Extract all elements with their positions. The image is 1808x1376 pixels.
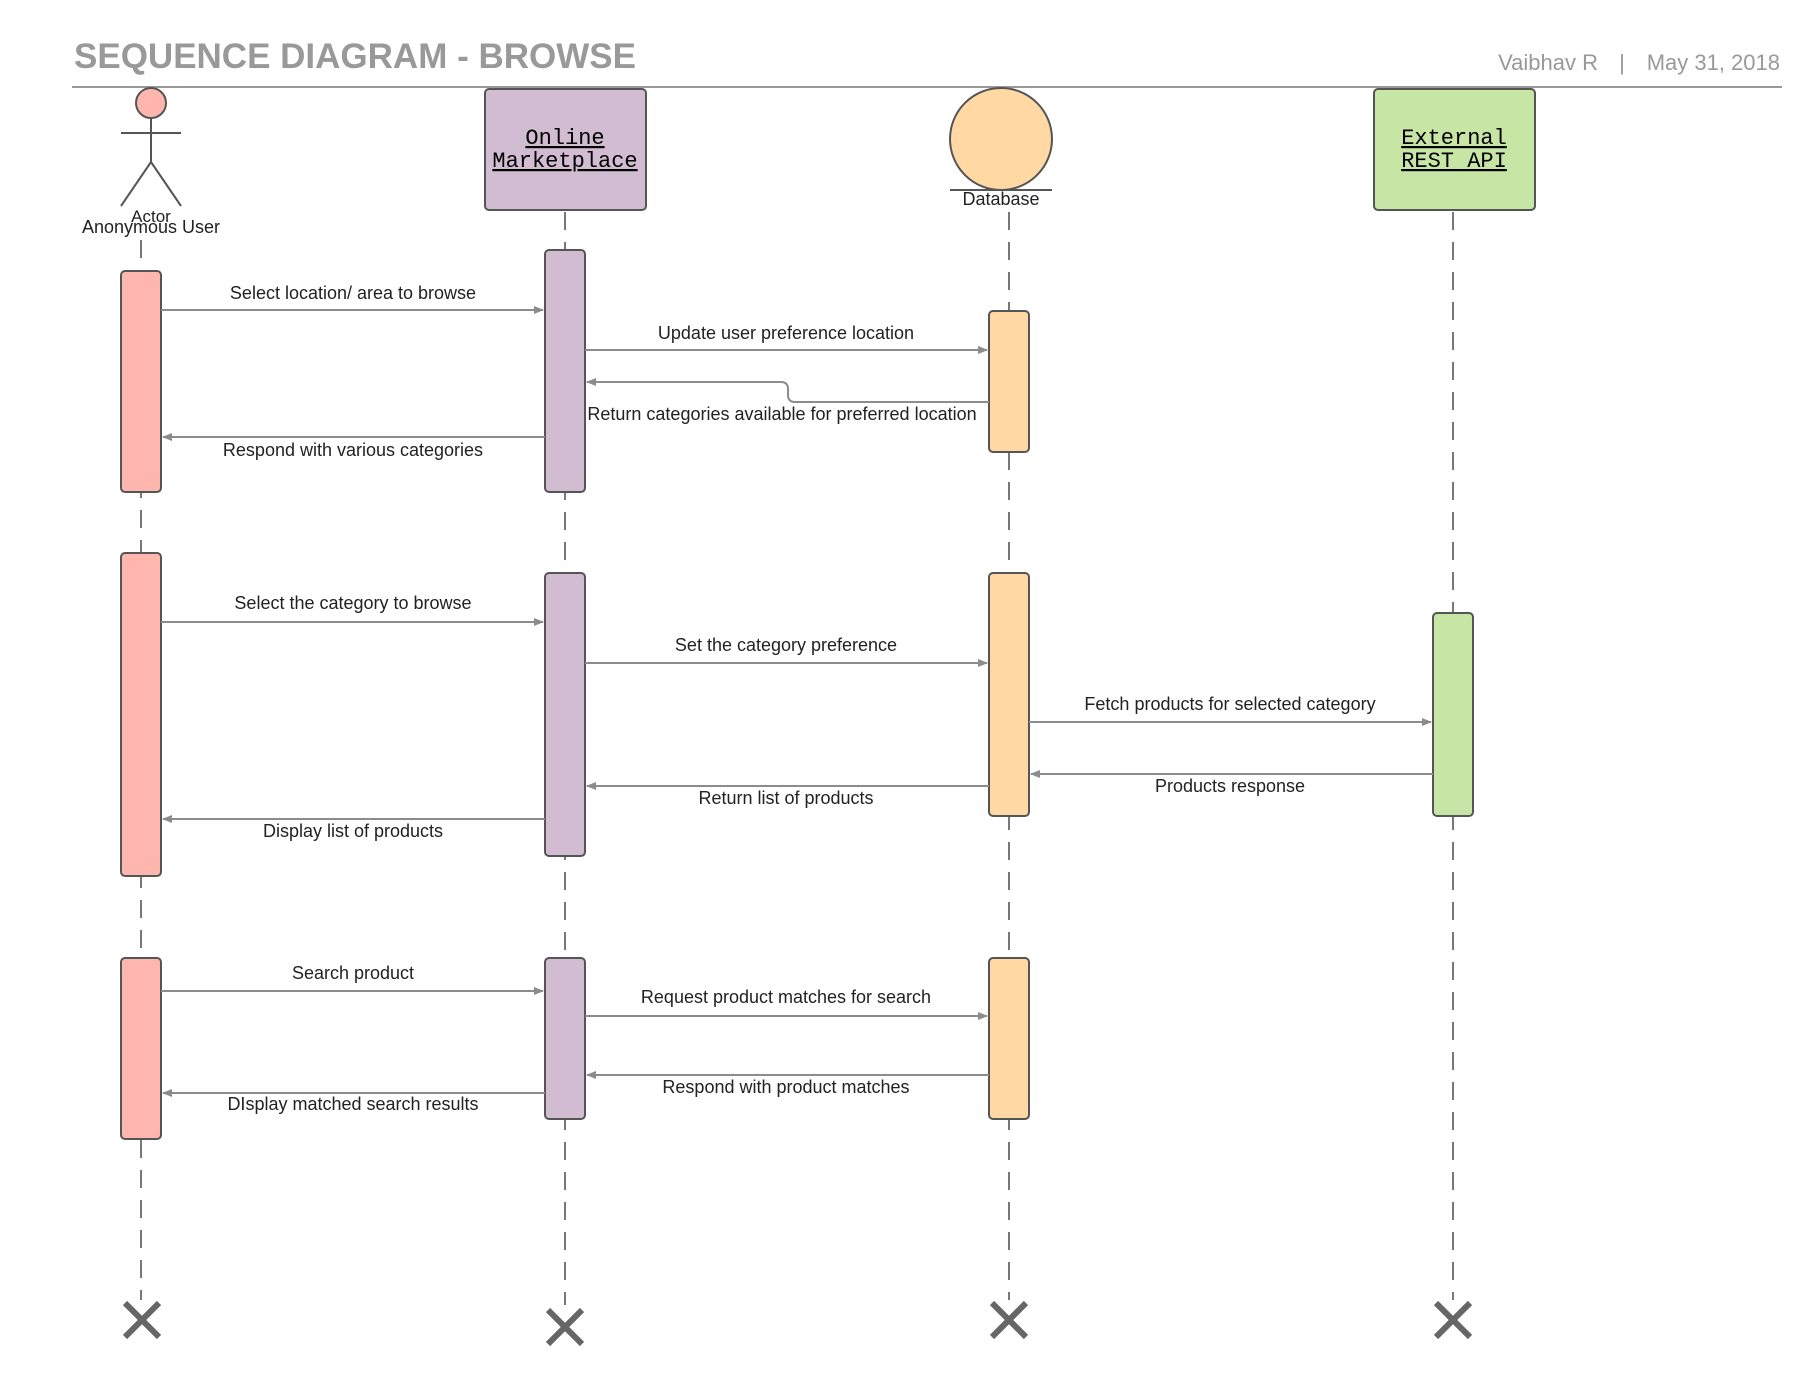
message-label-4: Select the category to browse (234, 593, 471, 613)
message-label-0: Select location/ area to browse (230, 283, 476, 303)
participant-label-line-1: Online (525, 126, 604, 151)
message-label-3: Respond with various categories (223, 440, 483, 460)
message-label-5: Set the category preference (675, 635, 897, 655)
message-label-1: Update user preference location (658, 323, 914, 343)
participant-label-line-2: REST API (1401, 149, 1507, 174)
message-label-6: Fetch products for selected category (1084, 694, 1375, 714)
message-label-9: Display list of products (263, 821, 443, 841)
diagram-title: SEQUENCE DIAGRAM - BROWSE (74, 37, 636, 76)
date-label: May 31, 2018 (1647, 50, 1780, 75)
activation-bar-db-3[interactable] (988, 957, 1030, 1120)
destroy-x-icon (989, 1300, 1029, 1340)
message-label-11: Request product matches for search (641, 987, 931, 1007)
participant-label-line-2: Marketplace (492, 149, 637, 174)
participant-external-rest-api[interactable]: External REST API (1373, 88, 1536, 211)
activation-bar-market-1[interactable] (544, 249, 586, 493)
message-label-2: Return categories available for preferre… (587, 404, 976, 424)
message-label-13: DIsplay matched search results (227, 1094, 478, 1114)
activation-bar-market-2[interactable] (544, 572, 586, 857)
participant-label-anonymous-user: Anonymous User (82, 217, 220, 237)
header-separator: | (1619, 50, 1625, 75)
participant-box-online-marketplace (484, 88, 647, 211)
activation-bar-user-3[interactable] (120, 957, 162, 1140)
activation-bars (120, 249, 1474, 1140)
message-label-7: Products response (1155, 776, 1305, 796)
activation-bar-db-2[interactable] (988, 572, 1030, 817)
message-arrow-2[interactable] (586, 378, 989, 403)
activation-bar-db-1[interactable] (988, 310, 1030, 453)
participant-database[interactable]: Database (949, 87, 1053, 209)
lifelines (140, 212, 1454, 1305)
participant-label-line-1: External (1401, 126, 1507, 151)
author-label: Vaibhav R (1498, 50, 1598, 75)
activation-bar-api-1[interactable] (1432, 612, 1474, 817)
actor-type-label: Actor (131, 207, 171, 226)
destroy-x-icon (1433, 1300, 1473, 1340)
database-entity-icon (949, 87, 1053, 191)
message-label-8: Return list of products (698, 788, 873, 808)
activation-bar-market-3[interactable] (544, 957, 586, 1120)
message-labels: Select location/ area to browse Update u… (223, 283, 1376, 1114)
destroy-x-icon (545, 1307, 585, 1347)
message-arrows (161, 306, 1433, 1097)
participant-label-database: Database (962, 189, 1039, 209)
activation-bar-user-2[interactable] (120, 552, 162, 877)
participant-online-marketplace[interactable]: Online Marketplace (484, 88, 647, 211)
destroy-x-icon (122, 1300, 162, 1340)
lifeline-terminators (122, 1300, 1473, 1347)
stick-figure-icon (120, 87, 182, 207)
activation-bar-user-1[interactable] (120, 270, 162, 493)
message-label-12: Respond with product matches (662, 1077, 909, 1097)
message-label-10: Search product (292, 963, 414, 983)
participant-anonymous-user[interactable]: Actor Anonymous User (82, 87, 220, 237)
participant-box-external-rest-api (1373, 88, 1536, 211)
